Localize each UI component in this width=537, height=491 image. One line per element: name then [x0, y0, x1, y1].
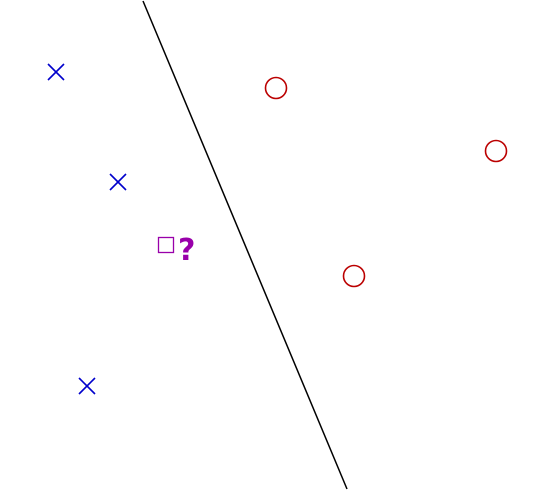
query-question-mark: ?	[178, 233, 195, 268]
o-marker-3	[342, 264, 366, 288]
x-marker-3	[78, 377, 96, 395]
o-marker-1	[264, 76, 288, 100]
class-o-points	[264, 76, 508, 288]
o-marker-2	[484, 139, 508, 163]
x-marker-2	[109, 173, 127, 191]
x-marker-1	[47, 63, 65, 81]
decision-boundary-line	[142, 0, 348, 490]
class-x-points	[47, 63, 127, 395]
query-square-marker	[157, 236, 175, 254]
query-point-group: ?	[157, 233, 195, 268]
